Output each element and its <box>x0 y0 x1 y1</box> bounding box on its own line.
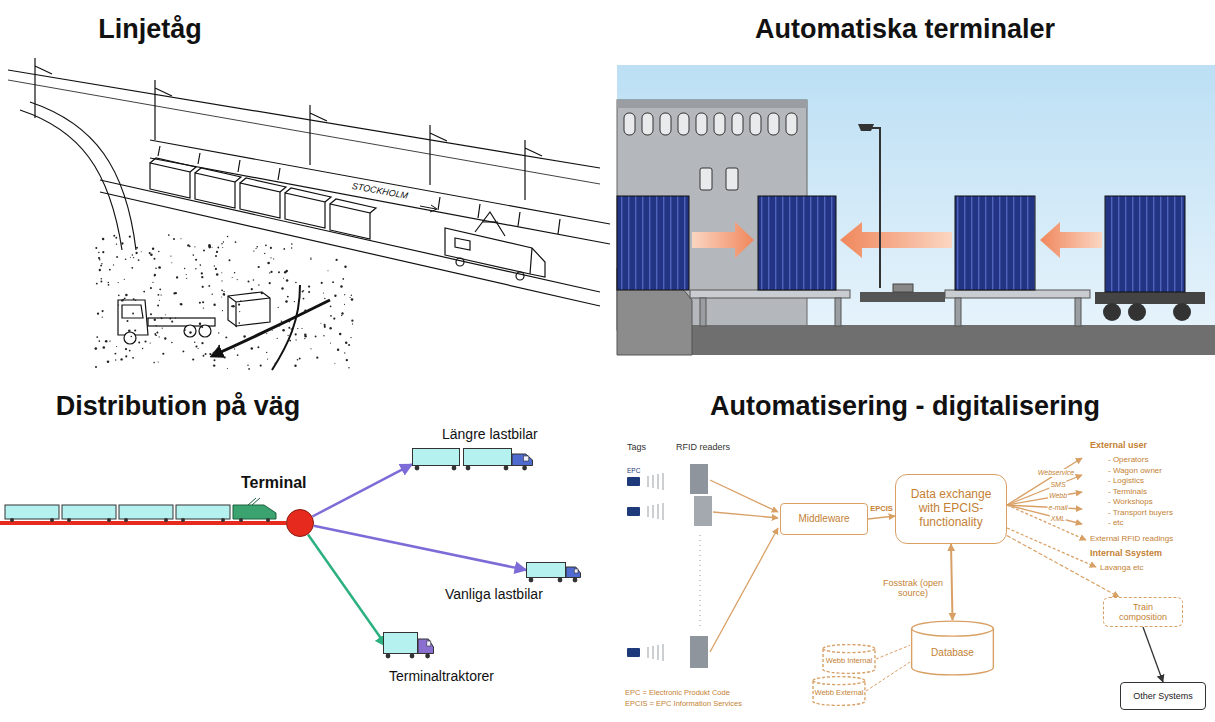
node-text: Train composition <box>1108 602 1178 623</box>
track-sign: STOCKHOLM <box>351 181 409 201</box>
list-item: External RFID readings <box>1090 534 1173 543</box>
tag-label: EPC <box>627 467 640 474</box>
truck-icon <box>526 560 582 584</box>
system-box: Other Systems <box>1120 682 1206 710</box>
list-item: Lavanga etc <box>1100 563 1144 572</box>
node-text: Other Systems <box>1133 691 1193 701</box>
list-item: - Operators <box>1108 455 1148 464</box>
panel-heading: Distribution på väg <box>0 391 356 422</box>
footnote: EPCIS = EPC Information Services <box>625 700 742 709</box>
connector <box>308 535 387 647</box>
channel-label: e-mail <box>1047 503 1068 511</box>
column-label: Tags <box>627 442 646 452</box>
list-item: - Transport buyers <box>1108 508 1173 517</box>
tractor-destination: Terminaltraktorer <box>383 630 513 688</box>
node-text: Webb Internal <box>826 657 873 665</box>
process-box: Data exchange with EPCIS-functionality <box>895 474 1007 544</box>
list-item: - Wagon owner <box>1108 466 1162 475</box>
group-heading: Internal Ssystem <box>1090 548 1162 558</box>
rail-sketch <box>8 58 610 370</box>
train-illustration <box>0 498 286 523</box>
rfid-illustration <box>627 458 1096 668</box>
channel-label: Webb <box>1048 492 1068 500</box>
group-heading: External user <box>1090 440 1147 450</box>
truck-destination: Vanliga lastbilar <box>445 558 585 604</box>
terminal-circle: Terminal <box>286 509 314 537</box>
node-text: Webb External <box>814 689 863 697</box>
list-item: - Logistics <box>1108 476 1144 485</box>
database-cylinder: Database <box>910 620 995 676</box>
list-item: - Terminals <box>1108 487 1147 496</box>
panel-heading: Linjetåg <box>0 14 300 45</box>
truck-destination: Längre lastbilar <box>412 426 562 474</box>
connector <box>1143 627 1163 682</box>
connector <box>951 544 953 620</box>
web-cylinder: Webb Internal <box>822 644 876 674</box>
node-text: Längre lastbilar <box>442 426 538 442</box>
connector <box>312 464 412 516</box>
connector <box>868 516 895 519</box>
node-text: Terminaltraktorer <box>389 668 494 684</box>
edge-label: EPCIS <box>869 504 894 513</box>
node-text: Middleware <box>798 513 849 525</box>
software-note: Fosstrak (open source) <box>880 578 946 599</box>
panel-heading: Automatisering - digitalisering <box>655 391 1155 422</box>
node-text: Data exchange with EPCIS-functionality <box>900 488 1002 529</box>
column-label: RFID readers <box>676 442 730 452</box>
node-text: Database <box>931 647 974 659</box>
terminal-tractor-icon <box>383 630 435 660</box>
terminal-illustration <box>617 65 1215 355</box>
connector <box>314 526 527 570</box>
node-text: Vanliga lastbilar <box>445 586 543 602</box>
connector <box>876 645 910 659</box>
process-box: Middleware <box>780 503 868 535</box>
web-cylinder: Webb External <box>812 676 866 706</box>
node-text: Terminal <box>241 474 307 492</box>
process-box: Train composition <box>1103 597 1183 627</box>
channel-label: SMS <box>1049 480 1066 488</box>
list-item: - Workshops <box>1108 497 1153 506</box>
long-truck-icon <box>412 446 534 472</box>
footnote: EPC = Electronic Produkt Code <box>625 689 730 698</box>
panel-heading: Automatiska terminaler <box>655 14 1155 45</box>
channel-label: XML <box>1050 514 1066 522</box>
channel-label: Webservice <box>1037 469 1075 477</box>
list-item: - etc <box>1108 518 1124 527</box>
